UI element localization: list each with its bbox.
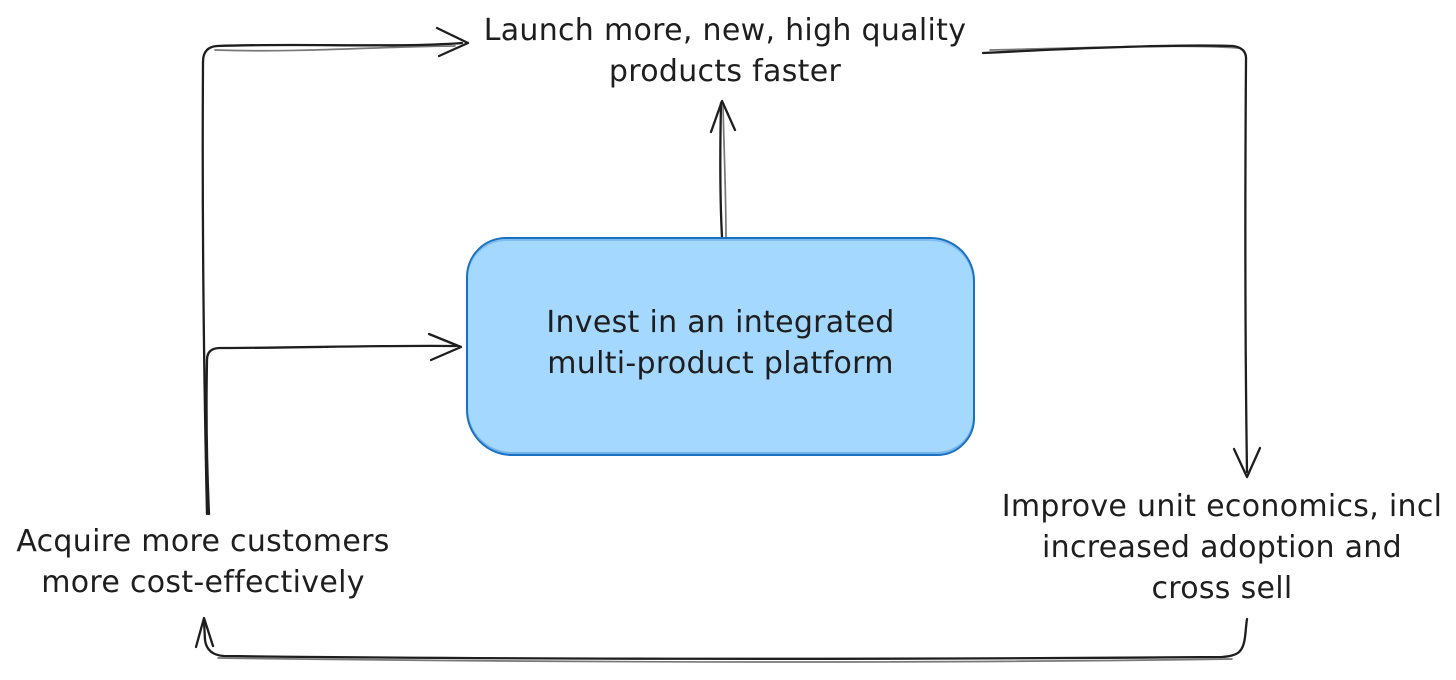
center-box-label: Invest in an integrated multi-product pl…	[546, 304, 895, 381]
arrow-top-to-bottomright	[981, 44, 1262, 479]
arrow-bottomright-to-bottomleft	[194, 616, 1249, 663]
node-improve-unit-economics: Improve unit economics, incl increased a…	[1001, 489, 1443, 606]
arrow-bottomleft-to-centerbox	[205, 332, 463, 516]
arrow-centerbox-to-top	[709, 99, 737, 239]
center-box-invest-platform: Invest in an integrated multi-product pl…	[466, 237, 975, 456]
node-launch-products: Launch more, new, high quality products …	[483, 13, 967, 89]
arrow-bottomleft-to-top	[201, 26, 470, 516]
node-acquire-customers: Acquire more customers more cost-effecti…	[16, 524, 390, 600]
